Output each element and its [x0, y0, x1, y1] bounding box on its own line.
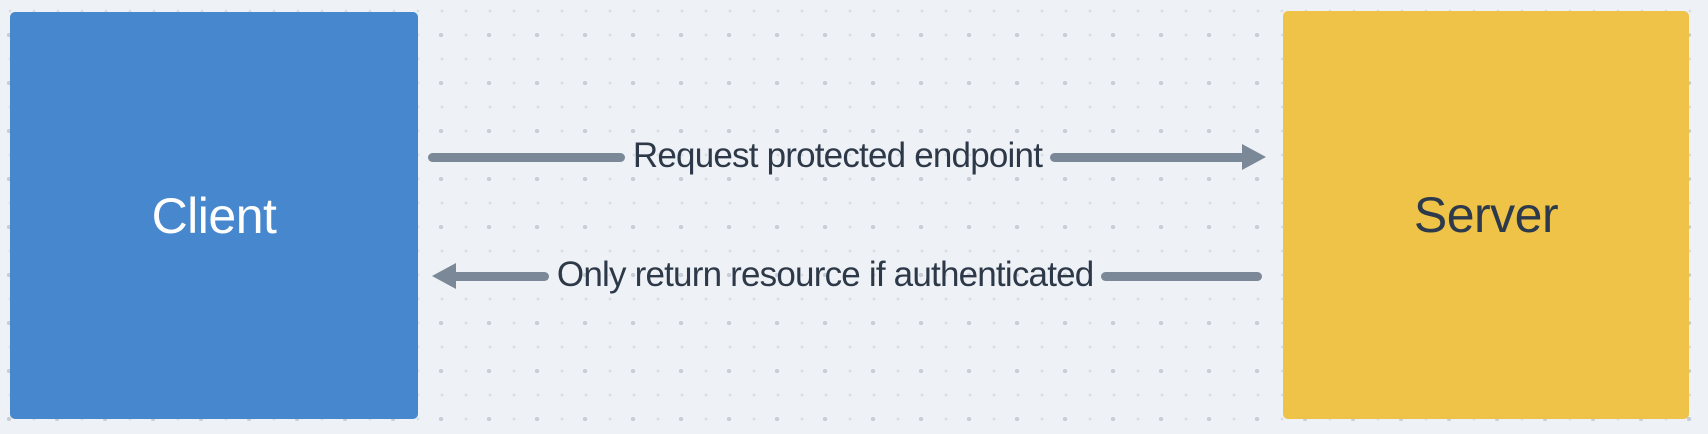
arrow-response: Only return resource if authenticated [432, 257, 1262, 292]
node-client-label: Client [151, 187, 277, 244]
arrow-request-label: Request protected endpoint [632, 136, 1043, 175]
arrow-request-line-right [1050, 152, 1248, 162]
node-client: Client [10, 12, 418, 419]
arrowhead-right-icon [1242, 144, 1267, 170]
arrow-response-line-right [1101, 271, 1262, 281]
node-server: Server [1283, 11, 1689, 419]
arrow-request-line-left [428, 152, 625, 162]
node-server-label: Server [1413, 187, 1559, 243]
arrow-request: Request protected endpoint [428, 138, 1267, 173]
arrow-response-label: Only return resource if authenticated [556, 255, 1094, 294]
arrow-response-line-left [451, 271, 549, 281]
